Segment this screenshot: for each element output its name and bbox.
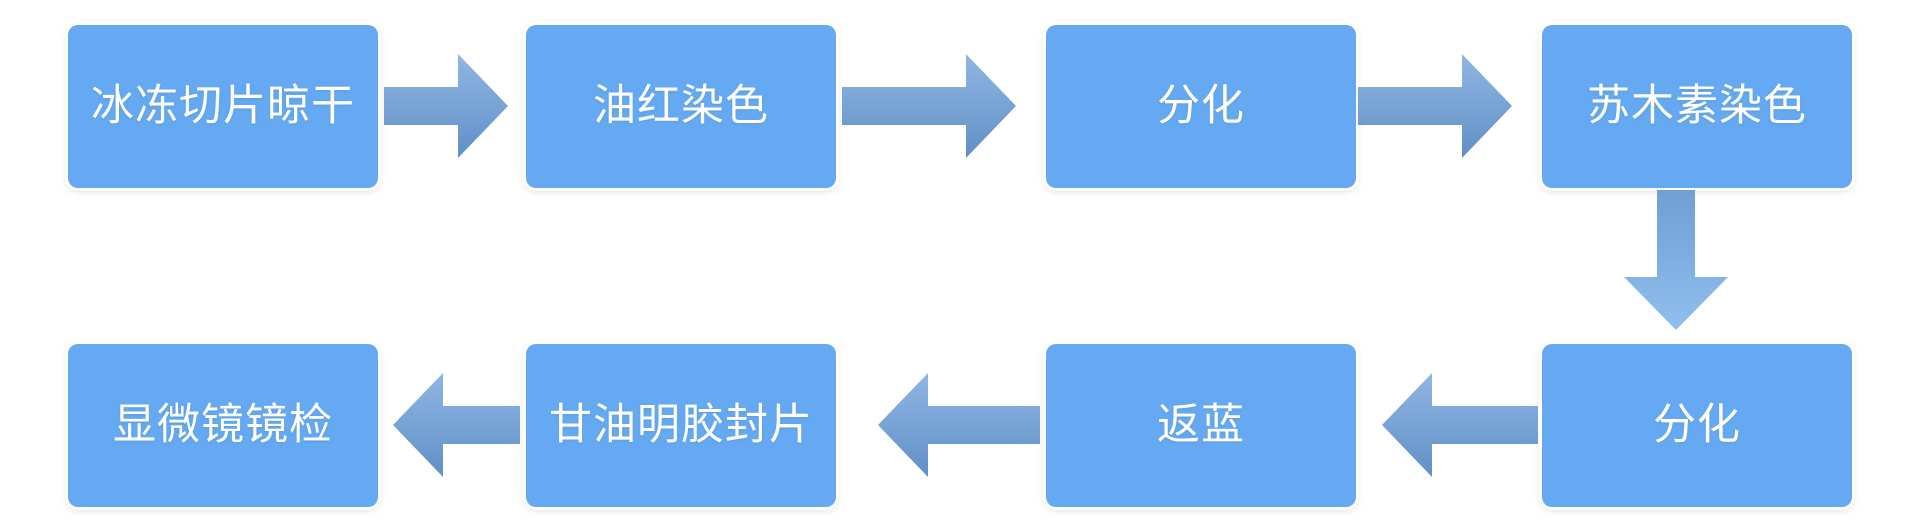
- flow-node-1: 冰冻切片晾干: [68, 25, 378, 188]
- arrow-left-icon: [1382, 373, 1538, 477]
- flow-node-1-label: 冰冻切片晾干: [91, 82, 355, 130]
- flow-node-8: 显微镜镜检: [68, 344, 378, 507]
- flow-node-7-label: 甘油明胶封片: [549, 401, 813, 449]
- flow-node-5-label: 分化: [1653, 401, 1741, 449]
- arrow-down-icon: [1624, 190, 1728, 330]
- arrow-left-icon: [878, 373, 1040, 477]
- flow-node-5: 分化: [1542, 344, 1852, 507]
- arrow-right-icon: [842, 54, 1016, 158]
- flow-node-7: 甘油明胶封片: [526, 344, 836, 507]
- arrow-left-icon: [393, 373, 520, 477]
- flow-node-6: 返蓝: [1046, 344, 1356, 507]
- arrow-right-icon: [1358, 54, 1512, 158]
- flow-node-4-label: 苏木素染色: [1587, 82, 1807, 130]
- flow-node-2-label: 油红染色: [593, 82, 769, 130]
- flow-node-4: 苏木素染色: [1542, 25, 1852, 188]
- flow-node-6-label: 返蓝: [1157, 401, 1245, 449]
- arrow-right-icon: [384, 54, 508, 158]
- flow-node-3-label: 分化: [1157, 82, 1245, 130]
- flow-node-2: 油红染色: [526, 25, 836, 188]
- flow-node-3: 分化: [1046, 25, 1356, 188]
- flow-node-8-label: 显微镜镜检: [113, 401, 333, 449]
